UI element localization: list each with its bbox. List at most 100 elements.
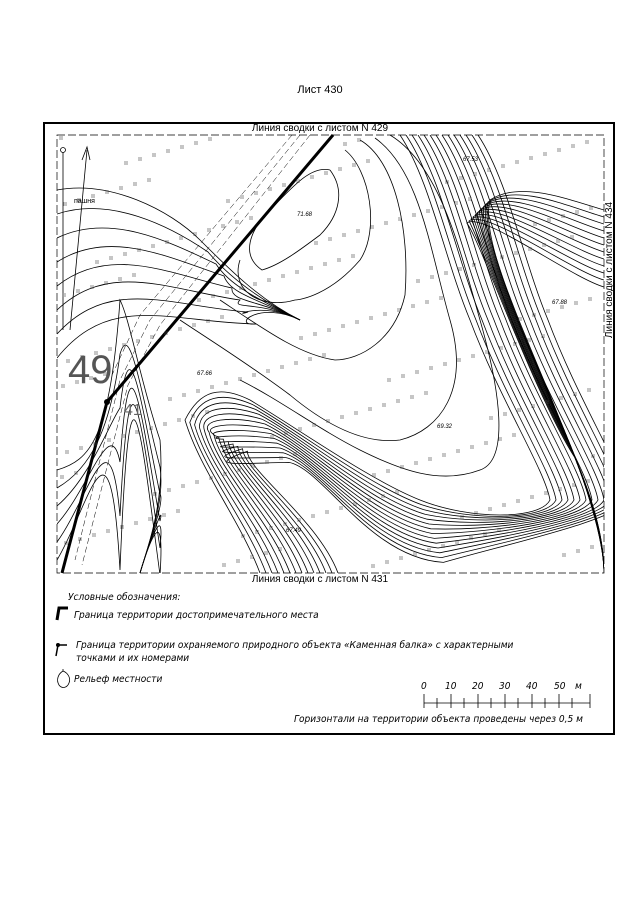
contour-line: [189, 135, 557, 573]
legend-item-label: точками и их номерами: [76, 653, 190, 664]
grass-symbol: [226, 199, 230, 203]
boundary-point: [104, 399, 110, 405]
grass-symbol: [136, 339, 140, 343]
grass-symbol: [398, 217, 402, 221]
grass-symbol: [283, 522, 287, 526]
grass-symbol: [209, 476, 213, 480]
contour-line: [237, 149, 371, 303]
grass-symbol: [370, 225, 374, 229]
grass-symbol: [279, 456, 283, 460]
grass-symbol: [311, 514, 315, 518]
grass-symbol: [167, 488, 171, 492]
grass-symbol: [556, 239, 560, 243]
grass-symbol: [541, 334, 545, 338]
grass-symbol: [195, 480, 199, 484]
grass-symbol: [103, 372, 107, 376]
grass-symbol: [109, 256, 113, 260]
grass-symbol: [487, 168, 491, 172]
grass-symbol: [531, 404, 535, 408]
elevation-label: 69.32: [437, 424, 453, 430]
elevation-label: 67.66: [197, 371, 213, 377]
grass-symbol: [327, 328, 331, 332]
grass-symbol: [166, 149, 170, 153]
grass-symbol: [441, 544, 445, 548]
grass-symbol: [338, 167, 342, 171]
scale-unit: м: [575, 681, 582, 692]
vegetation-symbols: [59, 136, 595, 568]
grass-symbol: [322, 353, 326, 357]
legend-item-label: Рельеф местности: [74, 674, 163, 685]
grass-symbol: [366, 159, 370, 163]
grass-symbol: [570, 235, 574, 239]
grass-symbol: [179, 236, 183, 240]
grass-symbol: [208, 137, 212, 141]
grass-symbol: [266, 369, 270, 373]
grass-symbol: [182, 393, 186, 397]
grass-symbol: [460, 515, 464, 519]
grass-symbol: [296, 179, 300, 183]
contour-line: [217, 135, 604, 573]
grass-symbol: [557, 148, 561, 152]
grass-symbol: [91, 194, 95, 198]
grass-symbol: [268, 187, 272, 191]
grass-symbol: [267, 278, 271, 282]
scale-tick: 0: [421, 681, 427, 692]
grass-symbol: [484, 441, 488, 445]
grass-symbol: [135, 430, 139, 434]
grass-symbol: [207, 228, 211, 232]
grass-symbol: [269, 526, 273, 530]
grass-symbol: [442, 453, 446, 457]
grass-symbol: [590, 545, 594, 549]
grass-symbol: [499, 346, 503, 350]
grass-symbol: [89, 376, 93, 380]
grass-symbol: [576, 549, 580, 553]
grass-symbol: [163, 422, 167, 426]
contour-line: [239, 135, 500, 477]
grass-symbol: [205, 410, 209, 414]
grass-symbol: [148, 517, 152, 521]
contour-line: [57, 264, 301, 321]
grass-symbol: [354, 411, 358, 415]
grass-symbol: [585, 140, 589, 144]
elevation-label: 67.49: [286, 528, 302, 534]
grass-symbol: [270, 435, 274, 439]
grass-symbol: [488, 507, 492, 511]
grass-symbol: [469, 536, 473, 540]
grass-symbol: [124, 161, 128, 165]
grass-symbol: [104, 281, 108, 285]
grass-symbol: [80, 355, 84, 359]
grass-symbol: [79, 446, 83, 450]
contour-line: [57, 227, 301, 321]
grass-symbol: [542, 243, 546, 247]
grass-symbol: [573, 392, 577, 396]
grass-symbol: [191, 414, 195, 418]
contour-line: [207, 135, 581, 573]
grass-symbol: [240, 195, 244, 199]
grass-symbol: [239, 286, 243, 290]
road-dashed-lines: [74, 135, 311, 566]
grass-symbol: [586, 479, 590, 483]
grass-symbol: [162, 513, 166, 517]
grass-symbol: [560, 305, 564, 309]
grass-symbol: [165, 240, 169, 244]
grass-symbol: [121, 434, 125, 438]
grass-symbol: [410, 395, 414, 399]
grass-symbol: [368, 407, 372, 411]
grass-symbol: [483, 532, 487, 536]
legend-title: Условные обозначения:: [68, 592, 181, 603]
grass-symbol: [428, 457, 432, 461]
grass-symbol: [164, 331, 168, 335]
contour-line: [57, 387, 162, 573]
grass-symbol: [547, 218, 551, 222]
grass-symbol: [500, 255, 504, 259]
grass-symbol: [533, 222, 537, 226]
grass-symbol: [255, 530, 259, 534]
contour-line: [203, 135, 575, 573]
elevation-label: 67.88: [552, 300, 568, 306]
grass-symbol: [381, 494, 385, 498]
grass-symbol: [340, 415, 344, 419]
grass-symbol: [454, 201, 458, 205]
grass-symbol: [397, 308, 401, 312]
contour-line: [179, 137, 457, 442]
